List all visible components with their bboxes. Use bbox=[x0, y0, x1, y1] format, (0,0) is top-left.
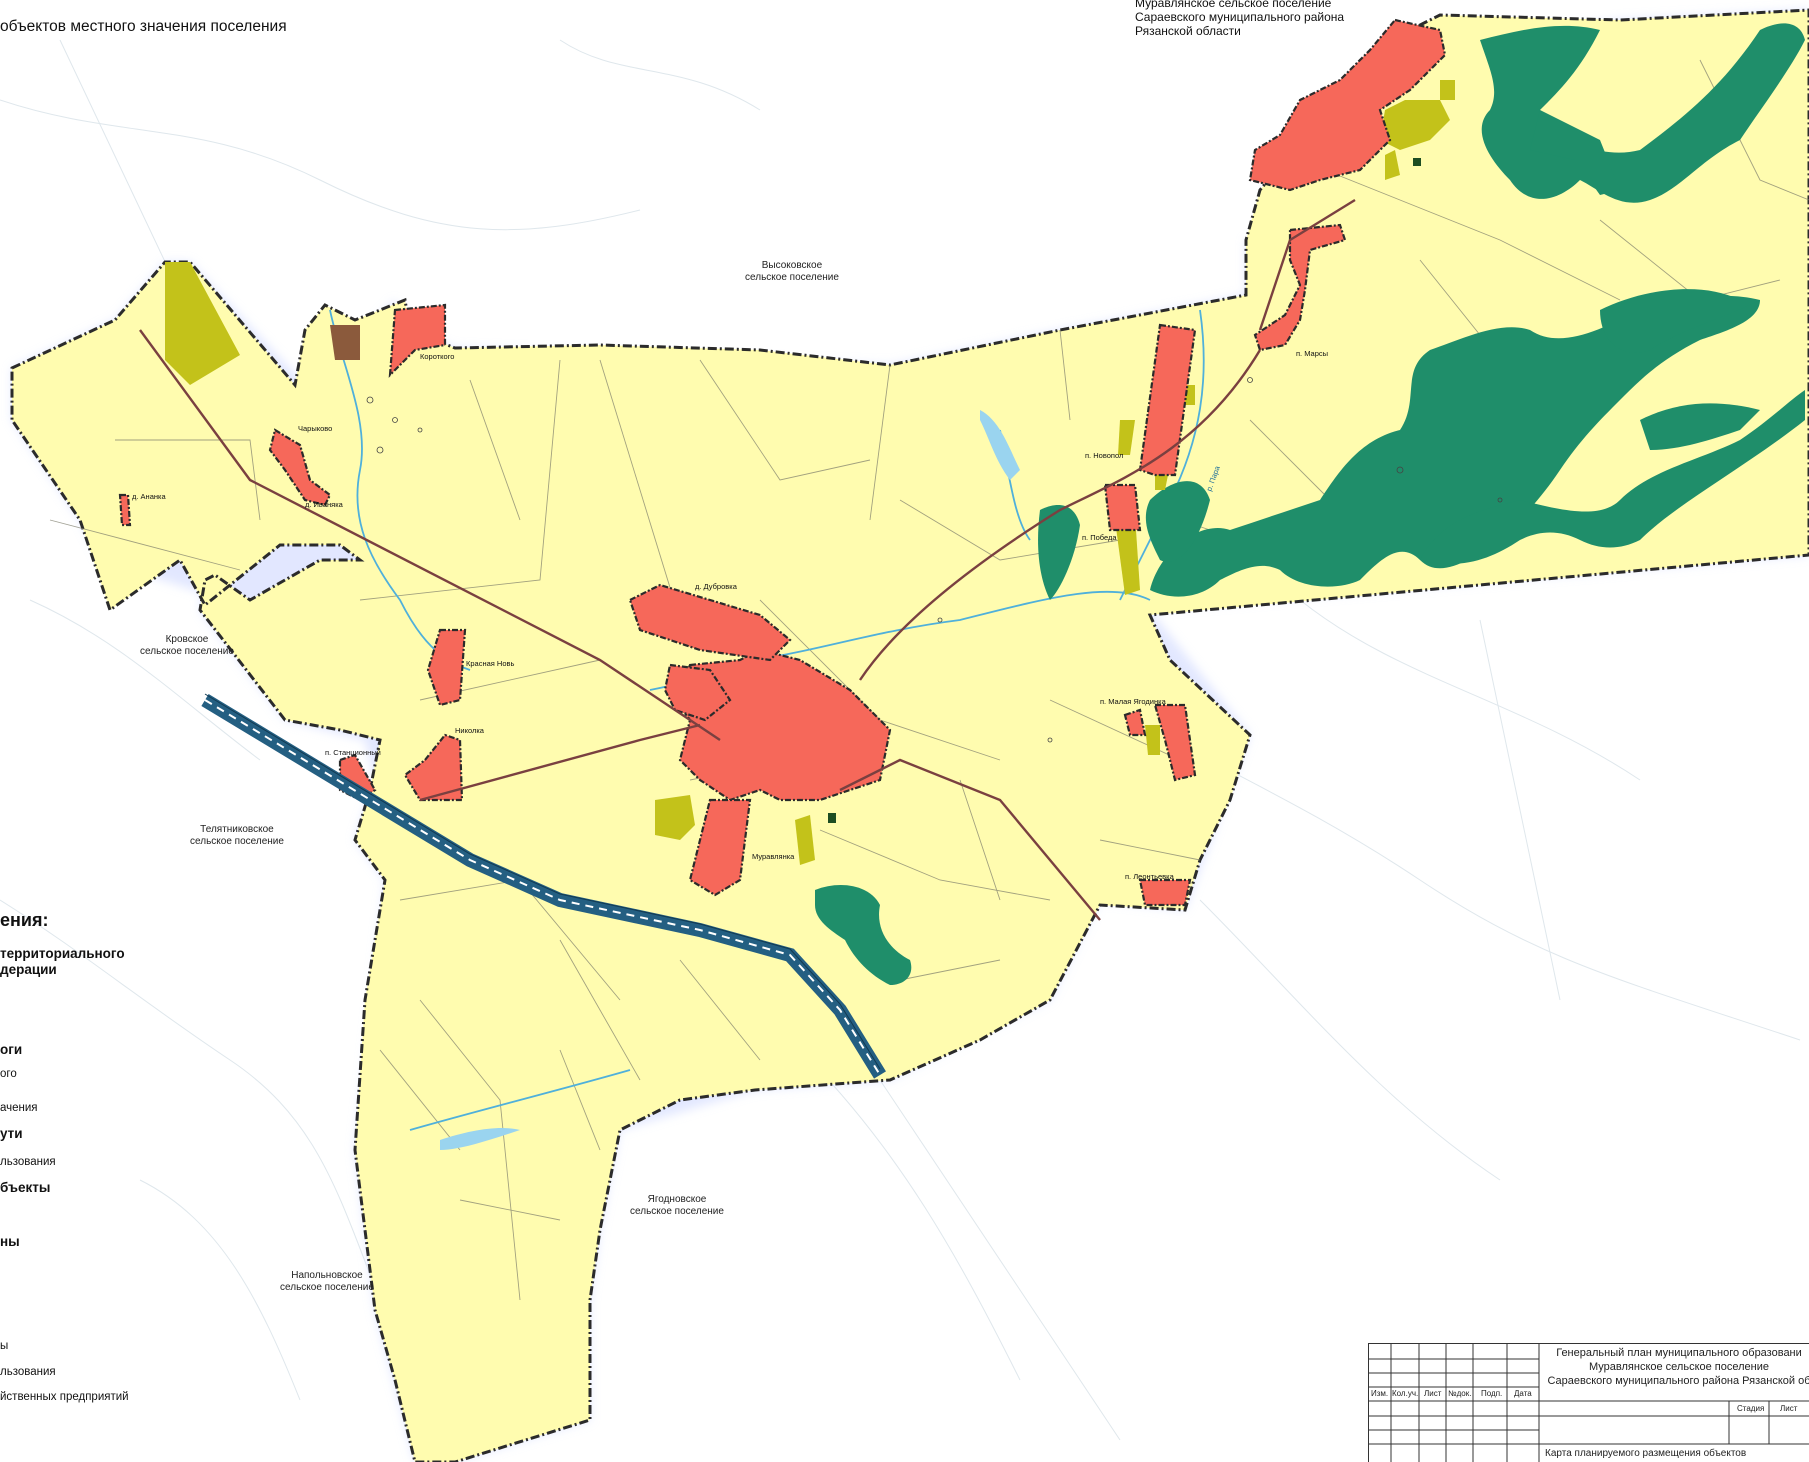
place-ivanyanka: д. Иваняка bbox=[305, 500, 343, 509]
stamp-col-podp: Подп. bbox=[1481, 1389, 1503, 1398]
stamp-title-1: Генеральный план муниципального образова… bbox=[1556, 1347, 1802, 1359]
place-dubrovka: д. Дубровка bbox=[695, 582, 737, 591]
ponds-dots bbox=[366, 377, 1503, 743]
pond bbox=[980, 410, 1020, 480]
legend-zone-1: ы bbox=[0, 1340, 9, 1352]
place-krasnaya-nov: Красная Новь bbox=[466, 659, 515, 668]
place-leontyevka: п. Леонтьевка bbox=[1125, 872, 1174, 881]
stamp-col-izm: Изм. bbox=[1371, 1389, 1389, 1398]
place-marsy: п. Марсы bbox=[1296, 349, 1329, 358]
stamp-stage: Стадия bbox=[1737, 1404, 1765, 1413]
map-title: объектов местного значения поселения bbox=[0, 18, 287, 35]
stamp-col-data: Дата bbox=[1514, 1389, 1532, 1398]
title-block: Изм. Кол.уч. Лист №док. Подп. Дата Генер… bbox=[1368, 1343, 1809, 1462]
legend-roads-sub2: ачения bbox=[0, 1102, 38, 1114]
region-line-1: Муравлянское сельское поселение bbox=[1135, 0, 1332, 10]
legend-objects: бъекты bbox=[0, 1180, 51, 1195]
railway bbox=[201, 693, 886, 1079]
legend-rail: ути bbox=[0, 1126, 23, 1141]
reservoir-south bbox=[440, 1128, 520, 1150]
small-object-1 bbox=[828, 813, 836, 823]
settlement-territory bbox=[10, 8, 1809, 1462]
stamp-sheet: Лист bbox=[1780, 1404, 1798, 1413]
legend-territorial-2: дерации bbox=[0, 962, 57, 977]
legend-heading: ения: bbox=[0, 910, 49, 930]
forests bbox=[815, 23, 1805, 985]
legend-rail-sub: льзования bbox=[0, 1156, 56, 1168]
place-pobeda: п. Победа bbox=[1082, 533, 1117, 542]
place-anenka: д. Ананка bbox=[132, 492, 166, 501]
stamp-sheet-title: Карта планируемого размещения объектов bbox=[1545, 1448, 1747, 1459]
place-novopol: п. Новопол bbox=[1085, 451, 1124, 460]
stamp-col-ndok: №док. bbox=[1448, 1389, 1472, 1398]
place-stancionny: п. Станционный bbox=[325, 748, 381, 757]
place-nikolaevka: Николка bbox=[455, 726, 484, 735]
legend-zone-2: льзования bbox=[0, 1366, 56, 1378]
agricultural-zones bbox=[165, 80, 1455, 865]
stamp-col-list: Лист bbox=[1424, 1389, 1442, 1398]
place-malaya-yagodinka: п. Малая Ягодинка bbox=[1100, 697, 1166, 706]
small-object-2 bbox=[1413, 158, 1421, 166]
legend-roads: оги bbox=[0, 1042, 23, 1057]
place-charykovo: Чарыково bbox=[298, 424, 333, 433]
legend-roads-sub: ого bbox=[0, 1068, 17, 1080]
legend-zone-3: йственных предприятий bbox=[0, 1391, 129, 1403]
stamp-col-koluch: Кол.уч. bbox=[1392, 1389, 1419, 1398]
industrial-zone bbox=[330, 325, 360, 360]
region-line-3: Рязанской области bbox=[1135, 24, 1241, 38]
legend-territorial-1: территориального bbox=[0, 946, 125, 961]
place-korotkovo: Короткого bbox=[420, 352, 455, 361]
legend-zones: ны bbox=[0, 1234, 20, 1249]
stamp-title-2: Муравлянское сельское поселение bbox=[1589, 1361, 1769, 1373]
stamp-title-3: Сараевского муниципального района Рязанс… bbox=[1547, 1375, 1809, 1387]
settlements bbox=[118, 18, 1447, 907]
title-block-grid bbox=[1369, 1344, 1809, 1462]
region-line-2: Сараевского муниципального района bbox=[1135, 10, 1345, 24]
roads bbox=[139, 198, 1356, 921]
place-muravlyanka: Муравлянка bbox=[752, 852, 795, 861]
